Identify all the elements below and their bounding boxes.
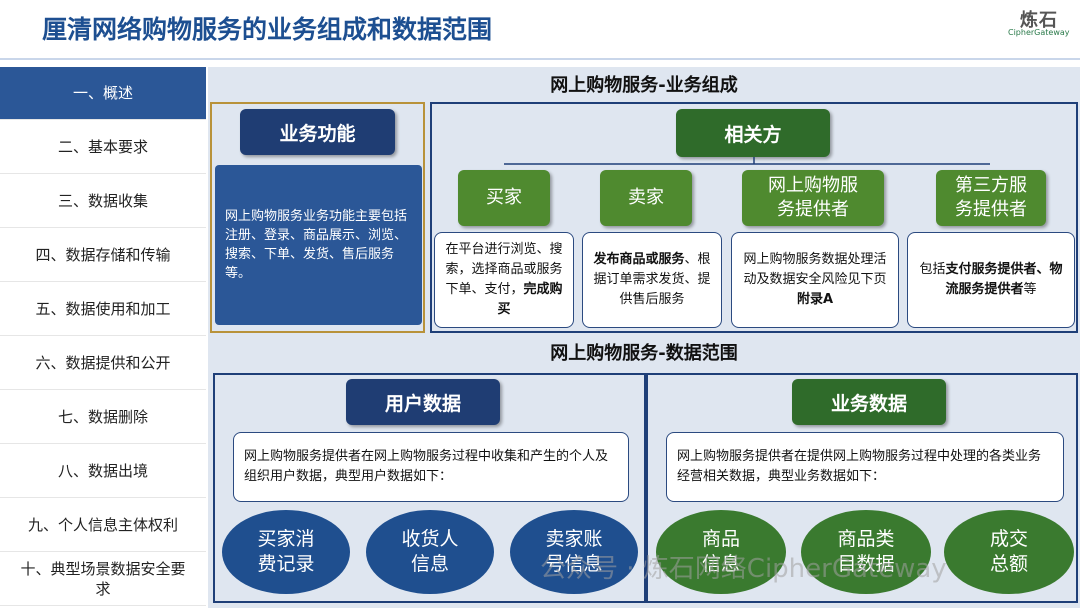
parties-header: 相关方	[676, 109, 830, 157]
business-data-item-product-info: 商品信息	[656, 510, 786, 594]
sidebar-item-data-deletion[interactable]: 七、数据删除	[0, 391, 206, 444]
user-data-item-buyer-records: 买家消费记录	[222, 510, 350, 594]
watermark: 公众号 · 炼石网络CipherGateway	[540, 554, 947, 584]
logo-text: 炼石	[1020, 10, 1058, 31]
business-data-header: 业务数据	[792, 379, 946, 425]
sidebar-item-use-processing[interactable]: 五、数据使用和加工	[0, 283, 206, 336]
sidebar-nav: 一、概述 二、基本要求 三、数据收集 四、数据存储和传输 五、数据使用和加工 六…	[0, 67, 206, 608]
user-data-item-seller-account: 卖家账号信息	[510, 510, 638, 594]
sidebar-item-overview[interactable]: 一、概述	[0, 67, 206, 120]
party-third-party-provider: 第三方服务提供者	[936, 170, 1046, 226]
buyer-description: 在平台进行浏览、搜索，选择商品或服务下单、支付，完成购买	[434, 232, 574, 328]
party-seller: 卖家	[600, 170, 692, 226]
logo-subtext: CipherGateway	[1008, 28, 1070, 37]
sidebar-item-typical-scenarios[interactable]: 十、典型场景数据安全要求	[0, 553, 206, 606]
business-function-header: 业务功能	[240, 109, 395, 155]
platform-provider-description: 网上购物服务数据处理活动及数据安全风险见下页附录A	[731, 232, 899, 328]
sidebar-item-data-collection[interactable]: 三、数据收集	[0, 175, 206, 228]
sidebar-item-storage-transfer[interactable]: 四、数据存储和传输	[0, 229, 206, 282]
scope-title: 网上购物服务-数据范围	[550, 343, 738, 364]
composition-title: 网上购物服务-业务组成	[550, 75, 738, 96]
sidebar-item-provision-disclosure[interactable]: 六、数据提供和公开	[0, 337, 206, 390]
business-function-text: 网上购物服务业务功能主要包括注册、登录、商品展示、浏览、搜索、下单、发货、售后服…	[215, 165, 422, 325]
party-buyer: 买家	[458, 170, 550, 226]
sidebar-item-cross-border[interactable]: 八、数据出境	[0, 445, 206, 498]
sidebar-item-basic-requirements[interactable]: 二、基本要求	[0, 121, 206, 174]
party-platform-provider: 网上购物服务提供者	[742, 170, 884, 226]
business-data-item-gmv: 成交总额	[944, 510, 1074, 594]
third-party-description: 包括支付服务提供者、物流服务提供者等	[907, 232, 1075, 328]
business-data-item-category-data: 商品类目数据	[801, 510, 931, 594]
page-title: 厘清网络购物服务的业务组成和数据范围	[42, 15, 493, 44]
header-divider	[0, 58, 1080, 60]
user-data-header: 用户数据	[346, 379, 500, 425]
business-data-description: 网上购物服务提供者在提供网上购物服务过程中处理的各类业务经营相关数据，典型业务数…	[666, 432, 1064, 502]
parties-connector	[504, 157, 990, 165]
seller-description: 发布商品或服务、根据订单需求发货、提供售后服务	[582, 232, 722, 328]
user-data-description: 网上购物服务提供者在网上购物服务过程中收集和产生的个人及组织用户数据，典型用户数…	[233, 432, 629, 502]
user-data-item-recipient-info: 收货人信息	[366, 510, 494, 594]
sidebar-item-subject-rights[interactable]: 九、个人信息主体权利	[0, 499, 206, 552]
